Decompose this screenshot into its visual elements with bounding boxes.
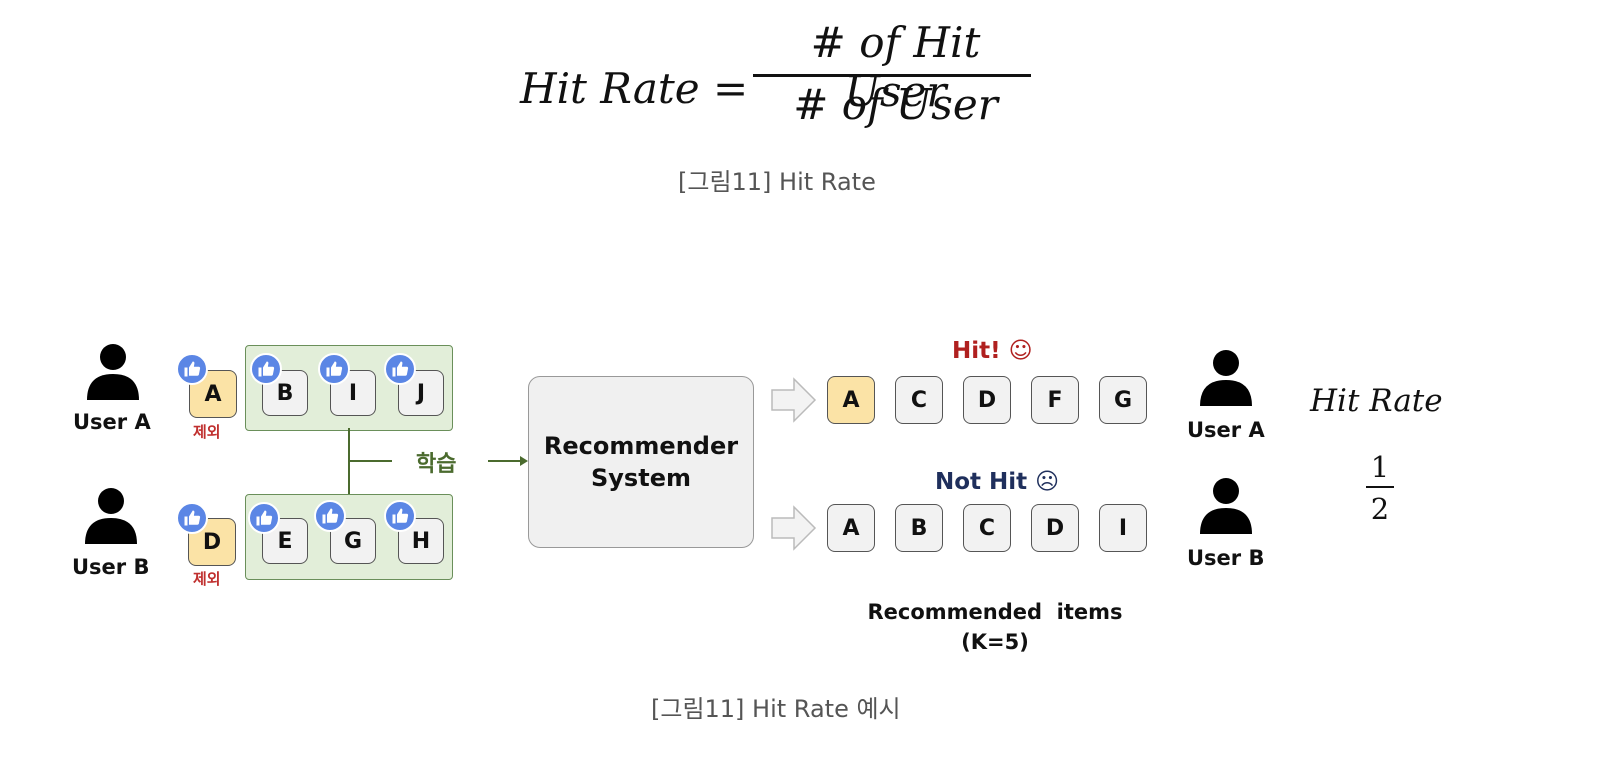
recommended-item: D (1031, 504, 1079, 552)
fraction-numerator: 1 (1370, 450, 1390, 484)
formula-denominator: # of User (793, 80, 998, 129)
recommended-item: I (1099, 504, 1147, 552)
user-a-label: User A (73, 410, 151, 434)
fraction-denominator: 2 (1370, 492, 1390, 526)
recommender-system-box: Recommender System (528, 376, 754, 548)
thumbs-up-icon (248, 502, 280, 534)
exclude-label: 제외 (193, 423, 221, 441)
learning-connector (348, 428, 528, 494)
thumbs-up-icon (318, 353, 350, 385)
learn-label: 학습 (416, 452, 457, 477)
recommended-items-line2: (K=5) (961, 630, 1029, 654)
caption-bottom: [그림11] Hit Rate 예시 (651, 695, 901, 723)
recommended-item: G (1099, 376, 1147, 424)
thumbs-up-icon (250, 353, 282, 385)
recommended-item: B (895, 504, 943, 552)
recommended-item: C (963, 504, 1011, 552)
not-hit-status: Not Hit ☹ (935, 469, 1060, 495)
system-label-line2: System (591, 464, 691, 492)
thumbs-up-icon (176, 353, 208, 385)
caption-top: [그림11] Hit Rate (678, 168, 876, 196)
formula-lhs: Hit Rate = (520, 64, 749, 113)
hit-rate-title: Hit Rate (1310, 383, 1443, 419)
person-icon (85, 488, 137, 544)
person-icon (1200, 350, 1252, 406)
recommended-items-line1: Recommended items (867, 600, 1123, 624)
user-a-label: User A (1187, 418, 1265, 442)
recommended-item: A (827, 504, 875, 552)
hit-rate-formula: Hit Rate = # of Hit User # of User (520, 18, 1040, 133)
trained-item: B (262, 370, 308, 416)
recommended-items-label: Recommended items (K=5) (860, 597, 1130, 657)
system-label-line1: Recommender (543, 431, 739, 460)
recommended-item: C (895, 376, 943, 424)
fraction-bar (1366, 486, 1394, 488)
person-icon (87, 344, 139, 400)
recommended-item: F (1031, 376, 1079, 424)
thumbs-up-icon (384, 353, 416, 385)
formula-fraction-bar (753, 74, 1031, 77)
hollow-arrow-icon (771, 377, 817, 423)
thumbs-up-icon (176, 502, 208, 534)
thumbs-up-icon (314, 500, 346, 532)
hit-status: Hit! ☺ (952, 338, 1033, 364)
recommended-item: A (827, 376, 875, 424)
user-b-label: User B (1187, 546, 1265, 570)
recommended-item: D (963, 376, 1011, 424)
hit-rate-fraction: 1 2 (1366, 450, 1394, 526)
user-b-label: User B (72, 555, 150, 579)
hollow-arrow-icon (771, 505, 817, 551)
thumbs-up-icon (384, 500, 416, 532)
arrow-right-icon (520, 456, 528, 466)
person-icon (1200, 478, 1252, 534)
exclude-label: 제외 (193, 570, 221, 588)
